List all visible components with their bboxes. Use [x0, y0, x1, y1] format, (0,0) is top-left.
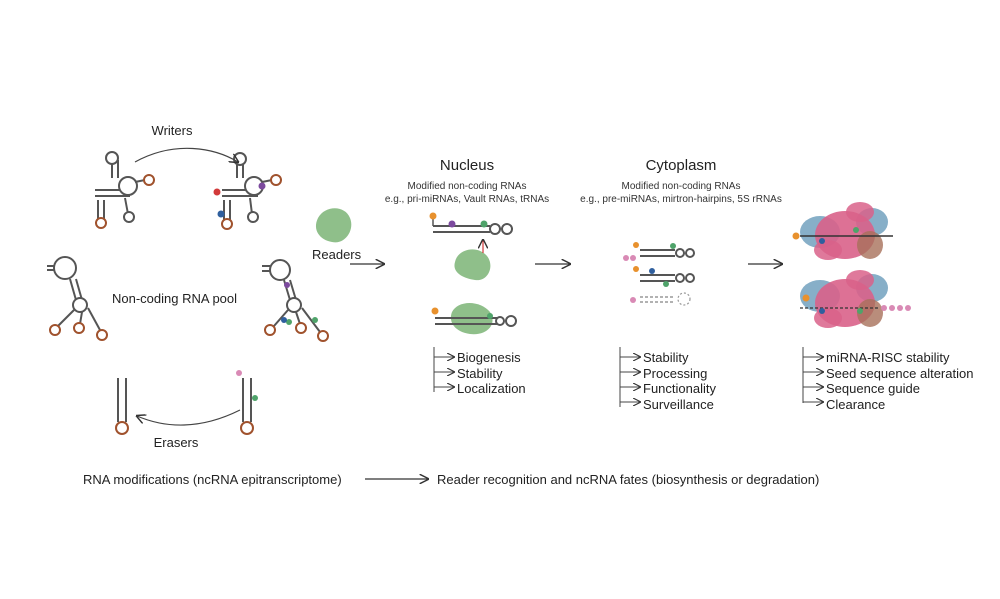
risc-complex-top: [792, 202, 893, 260]
cyto-rna-1: [640, 248, 695, 258]
cytoplasm-subtitle-1: Modified non-coding RNAs: [621, 181, 741, 192]
cytoplasm-fate: Stability: [643, 350, 689, 365]
risc-fates: miRNA-RISC stability Seed sequence alter…: [826, 350, 973, 412]
degraded-loop: [677, 292, 691, 306]
cytoplasm-fate: Surveillance: [643, 396, 714, 412]
bottom-left-caption: RNA modifications (ncRNA epitranscriptom…: [83, 472, 342, 487]
nucleus-fate: Stability: [457, 365, 503, 381]
nucleus-rna-2: [435, 315, 517, 327]
bottom-right-caption: Reader recognition and ncRNA fates (bios…: [437, 472, 820, 487]
mod-dot-pink: [236, 370, 242, 376]
nucleus-fate: Localization: [457, 381, 526, 396]
nucleus-subtitle-2: e.g., pri-miRNAs, Vault RNAs, tRNAs: [384, 194, 550, 205]
writers-label: Writers: [151, 123, 193, 138]
mod-dot-purple: [448, 220, 456, 228]
mod-dot-green: [663, 281, 669, 287]
mod-dot-green: [670, 243, 676, 249]
nucleus-subtitle-1: Modified non-coding RNAs: [407, 181, 527, 192]
rna-structure-mid-left: [47, 256, 108, 341]
risc-fate: Seed sequence alteration: [826, 365, 974, 381]
mod-dot-green: [480, 220, 488, 228]
mod-dot-red: [213, 188, 221, 196]
risc-complex-bottom: [800, 270, 911, 328]
rna-structure-top-left: [95, 151, 155, 229]
nucleus-reader-shape: [454, 249, 491, 281]
erasers-label: Erasers: [153, 435, 199, 450]
mod-dot-pink: [623, 255, 629, 261]
risc-fate: miRNA-RISC stability: [826, 350, 950, 365]
cytoplasm-subtitle-2: e.g., pre-miRNAs, mirtron-hairpins, 5S r…: [580, 194, 782, 205]
cytoplasm-fate: Processing: [643, 365, 708, 381]
mod-dot-blue: [649, 268, 655, 274]
cytoplasm-fate: Functionality: [643, 381, 716, 396]
mod-dot-orange: [431, 307, 439, 315]
nucleus-title: Nucleus: [439, 157, 495, 174]
readers-label: Readers: [312, 247, 362, 262]
writers-arrow: [134, 147, 238, 162]
cytoplasm-fates: Stability Processing Functionality Surve…: [643, 350, 716, 412]
hairpin-bottom-left: [115, 378, 129, 435]
rna-structure-mid-right: [262, 259, 329, 342]
cyto-rna-2: [640, 273, 695, 283]
hairpin-bottom-right: [240, 378, 254, 435]
mod-dot-orange: [633, 242, 639, 248]
mod-dot-orange: [633, 266, 639, 272]
mod-dot-blue: [281, 317, 287, 323]
nucleus-fates: Biogenesis Stability Localization: [457, 350, 526, 397]
cytoplasm-title: Cytoplasm: [645, 157, 717, 174]
pool-label: Non-coding RNA pool: [112, 291, 238, 306]
nucleus-rna-1: [433, 223, 513, 235]
mod-dot-blue: [217, 210, 225, 218]
mod-dot-green: [286, 319, 292, 325]
reader-protein-shape: [315, 208, 352, 243]
mod-dot-purple: [258, 182, 266, 190]
nucleus-fate: Biogenesis: [457, 350, 521, 365]
mod-dot-green: [487, 313, 493, 319]
mod-dot-orange: [429, 212, 437, 220]
risc-fate: Sequence guide: [826, 381, 920, 396]
mod-dot-green: [312, 317, 318, 323]
mod-dot-pink: [630, 297, 636, 303]
mod-dot-pink: [630, 255, 636, 261]
cyto-rna-degraded: [640, 296, 675, 303]
mod-dot-green: [252, 395, 258, 401]
rna-structure-top-right: [221, 152, 282, 230]
mod-dot-purple: [284, 282, 290, 288]
erasers-arrow: [137, 409, 241, 426]
risc-fate: Clearance: [826, 396, 886, 412]
